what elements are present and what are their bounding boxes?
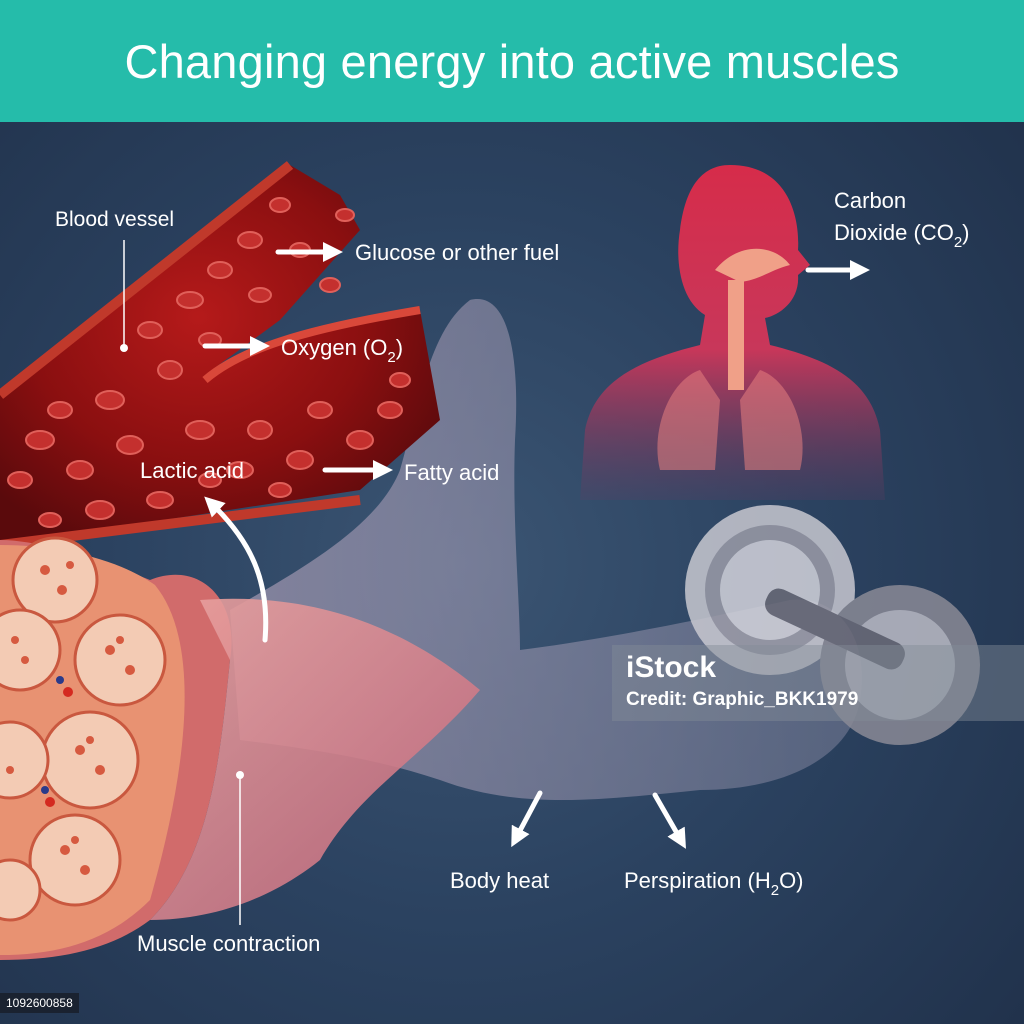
lactic-acid-arrow bbox=[204, 496, 269, 643]
label-oxygen-close: ) bbox=[395, 335, 404, 360]
label-blood-vessel: Blood vessel bbox=[55, 208, 175, 231]
watermark-credit: Credit: Graphic_BKK1979 bbox=[626, 689, 859, 710]
title-banner: Changing energy into active muscles bbox=[0, 0, 1024, 122]
label-muscle-contraction: Muscle contraction bbox=[137, 931, 321, 956]
label-oxygen: Oxygen (O2) bbox=[281, 335, 404, 366]
label-lactic-acid: Lactic acid bbox=[140, 458, 244, 483]
arrows bbox=[202, 242, 870, 849]
watermark-logo: iStock bbox=[626, 651, 717, 684]
label-carbon-close: ) bbox=[962, 220, 970, 245]
muscle-contraction-dot bbox=[236, 771, 244, 779]
label-perspiration-subscript: 2 bbox=[770, 882, 780, 899]
label-carbon-subscript: 2 bbox=[953, 234, 963, 251]
perspiration-arrow bbox=[652, 792, 686, 849]
human-silhouette bbox=[580, 165, 885, 500]
watermark: iStock Credit: Graphic_BKK1979 bbox=[612, 645, 1024, 721]
body-heat-arrow bbox=[511, 790, 543, 848]
page-title: Changing energy into active muscles bbox=[124, 34, 900, 88]
image-id: 1092600858 bbox=[0, 993, 79, 1013]
label-body-heat: Body heat bbox=[450, 868, 550, 893]
blood-vessel-dot bbox=[120, 344, 128, 352]
label-fatty-acid: Fatty acid bbox=[404, 460, 500, 485]
muscle-cross-section bbox=[0, 536, 480, 960]
label-perspiration: Perspiration (H2O) bbox=[624, 868, 804, 899]
label-carbon-line1: Carbon bbox=[834, 188, 907, 213]
label-carbon-text: Dioxide (CO bbox=[834, 220, 954, 245]
label-oxygen-subscript: 2 bbox=[387, 349, 396, 366]
label-perspiration-text: Perspiration (H bbox=[624, 868, 771, 893]
label-perspiration-close: O) bbox=[779, 868, 804, 893]
label-carbon-line2: Dioxide (CO2) bbox=[834, 220, 970, 251]
label-oxygen-text: Oxygen (O bbox=[281, 335, 388, 360]
label-glucose: Glucose or other fuel bbox=[355, 240, 560, 265]
dumbbell bbox=[685, 505, 980, 745]
